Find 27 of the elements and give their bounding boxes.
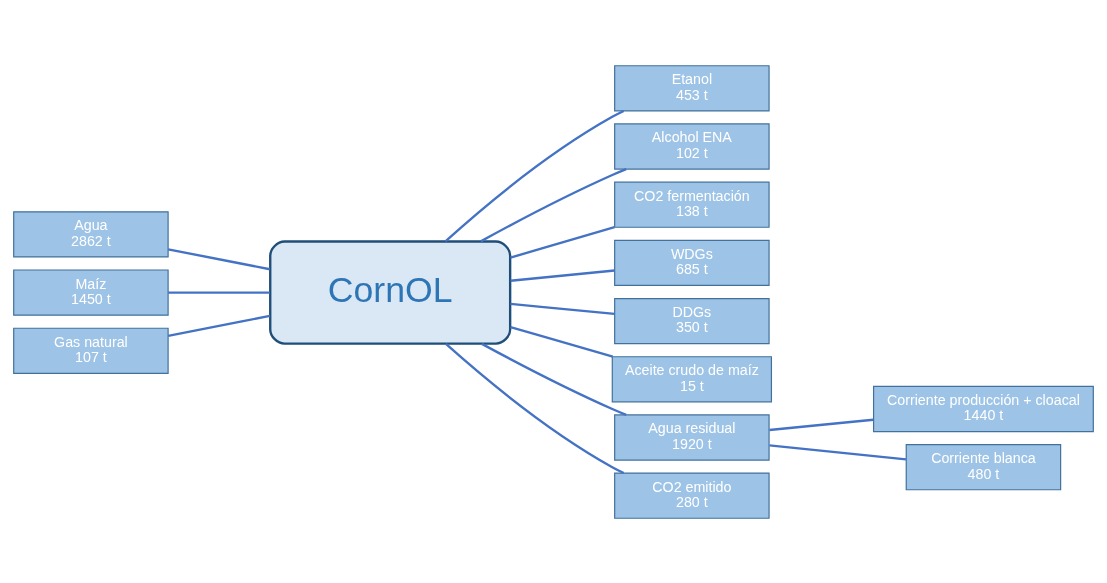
node-box: Alcohol ENA 102 t [614,122,770,170]
connector [769,418,874,431]
node-box: WDGs 685 t [614,239,770,286]
connector [167,314,271,337]
node-box: Agua residual 1920 t [614,413,770,461]
node-box: Corriente blanca 480 t [905,443,1062,490]
connector [510,302,615,315]
connector [510,325,614,358]
connector [167,247,271,270]
node-box: CornOL [269,239,512,345]
node-box: CO2 fermentación 138 t [614,181,770,228]
node-box: Agua 2862 t [13,210,169,258]
connector [445,342,625,474]
connector [480,167,627,242]
node-box: CO2 emitido 280 t [614,472,770,519]
node-box: Gas natural 107 t [13,327,169,374]
connector [769,443,907,461]
node-box: DDGs 350 t [614,297,770,344]
connector [510,225,615,259]
node-box: Etanol 453 t [614,64,770,111]
node-box: Corriente producción + cloacal 1440 t [872,385,1094,432]
connector [510,268,615,282]
connector [481,342,627,416]
connector [444,109,625,242]
node-box: Maíz 1450 t [13,268,169,316]
connector [168,290,270,294]
node-box: Aceite crudo de maíz 15 t [611,355,773,402]
